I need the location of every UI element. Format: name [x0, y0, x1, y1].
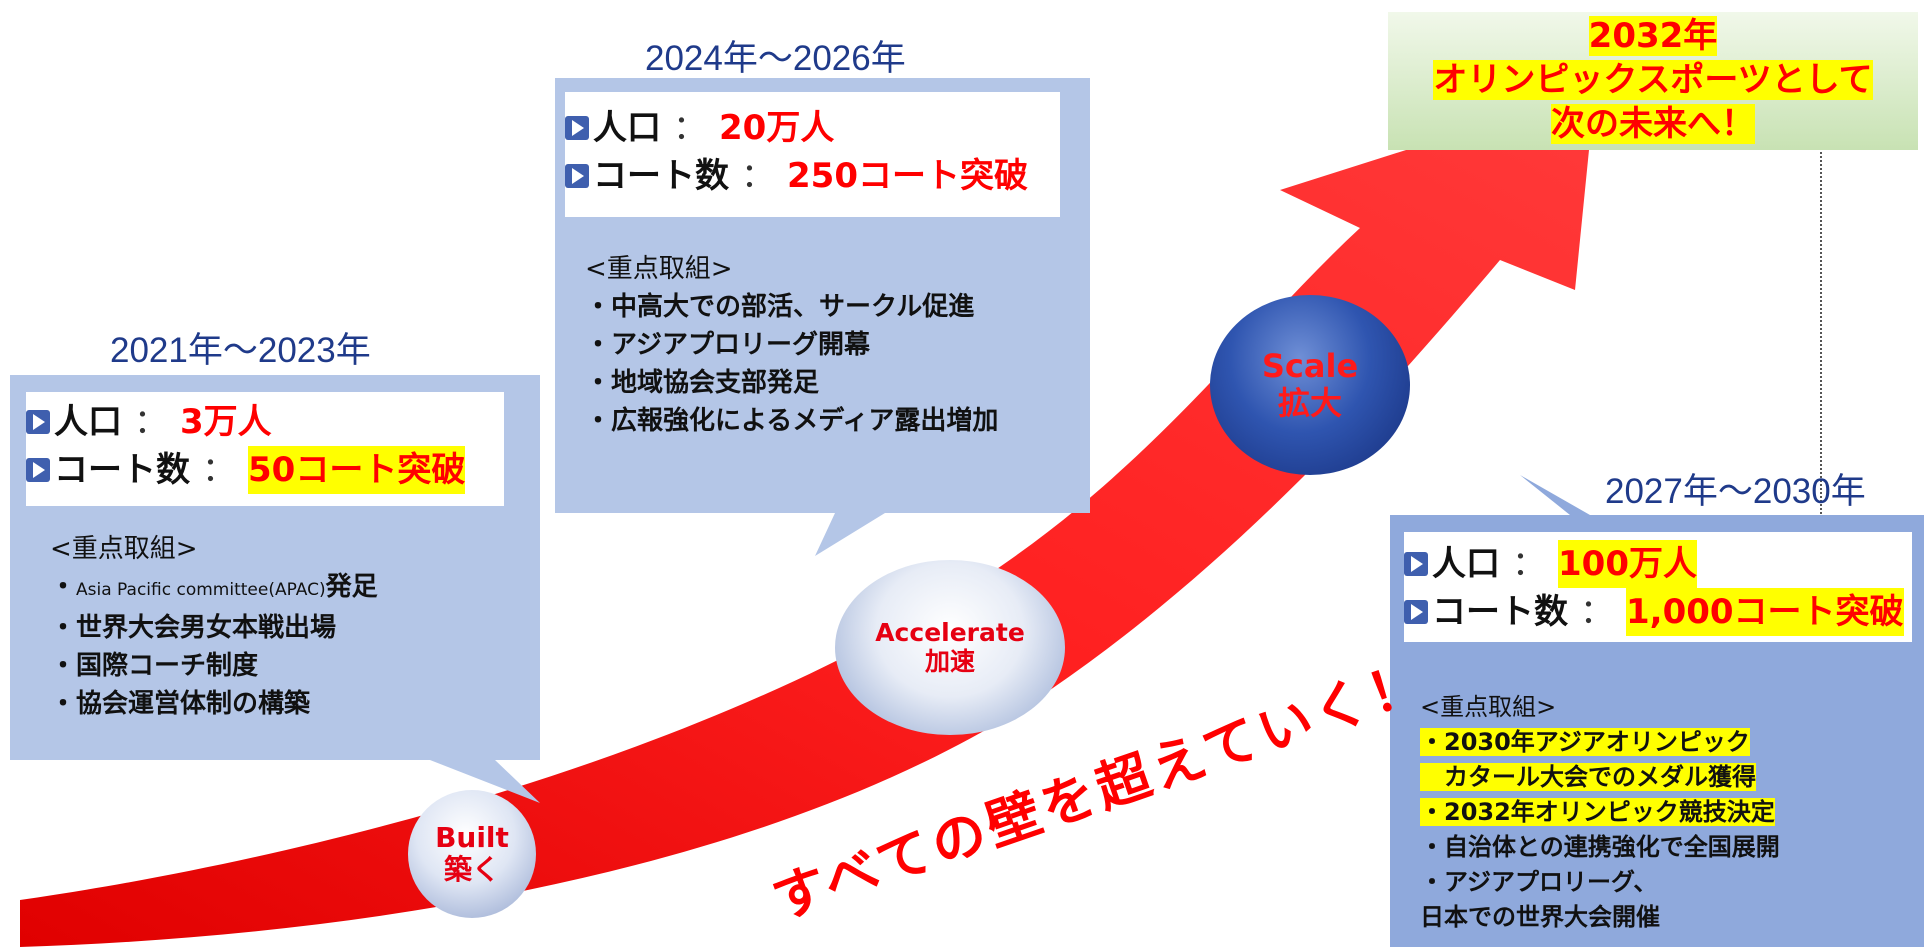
- phase3-courts-value: 1,000コート突破: [1626, 588, 1904, 636]
- phase3-population-value: 100万人: [1558, 540, 1697, 588]
- stage-built-jp: 築く: [443, 853, 500, 886]
- phase2-courts-value: 250コート突破: [787, 156, 1028, 196]
- phase1-focus-item: ・国際コーチ制度: [50, 651, 259, 681]
- phase2-stats-box: 人口 ： 20万人 コート数 ： 250コート突破: [565, 92, 1060, 217]
- phase3-population-label: 人口: [1432, 544, 1500, 584]
- phase2-focus-title: <重点取組>: [585, 254, 733, 284]
- separator: ：: [741, 156, 775, 196]
- goal-year: 2032年: [1588, 16, 1718, 56]
- separator: ：: [673, 108, 707, 148]
- phase3-focus-item: 日本での世界大会開催: [1420, 903, 1660, 931]
- stage-scale-circle: Scale 拡大: [1210, 295, 1410, 475]
- play-icon: [565, 164, 589, 188]
- dotted-guide-line: [1820, 140, 1822, 530]
- phase1-courts-value: 50コート突破: [248, 446, 466, 494]
- phase3-focus-item: ・2030年アジアオリンピック: [1420, 728, 1750, 756]
- phase2-focus-item: ・広報強化によるメディア露出増加: [585, 406, 999, 436]
- play-icon: [26, 458, 50, 482]
- separator: ：: [134, 402, 168, 442]
- play-icon: [26, 410, 50, 434]
- phase3-focus-title: <重点取組>: [1420, 693, 1557, 721]
- phase1-courts-row: コート数 ： 50コート突破: [26, 446, 504, 494]
- phase2-population-label: 人口: [593, 108, 661, 148]
- play-icon: [565, 116, 589, 140]
- phase1-population-label: 人口: [54, 402, 122, 442]
- stage-accelerate-en: Accelerate: [875, 617, 1025, 647]
- goal-line-1: オリンピックスポーツとして: [1433, 60, 1873, 100]
- phase1-stats-box: 人口 ： 3万人 コート数 ： 50コート突破: [26, 392, 504, 506]
- phase1-focus-list: <重点取組> ・Asia Pacific committee(APAC)発足 ・…: [50, 530, 378, 723]
- phase1-focus-title: <重点取組>: [50, 534, 198, 564]
- phase3-courts-row: コート数 ： 1,000コート突破: [1404, 588, 1912, 636]
- phase1-population-row: 人口 ： 3万人: [26, 398, 504, 446]
- phase2-courts-row: コート数 ： 250コート突破: [565, 152, 1060, 200]
- phase3-focus-list: <重点取組> ・2030年アジアオリンピック カタール大会でのメダル獲得 ・20…: [1420, 690, 1780, 935]
- phase3-focus-item: ・2032年オリンピック競技決定: [1420, 798, 1775, 826]
- phase3-focus-item: ・アジアプロリーグ、: [1420, 868, 1658, 896]
- stage-accelerate-jp: 加速: [924, 646, 975, 676]
- phase2-population-value: 20万人: [719, 108, 835, 148]
- phase3-period: 2027年〜2030年: [1605, 472, 1866, 511]
- phase2-focus-item: ・地域協会支部発足: [585, 368, 820, 398]
- phase3-focus-item: カタール大会でのメダル獲得: [1420, 763, 1756, 791]
- stage-built-en: Built: [435, 820, 509, 854]
- phase2-courts-label: コート数: [593, 156, 729, 196]
- phase2-period: 2024年〜2026年: [645, 39, 906, 78]
- stage-accelerate-circle: Accelerate 加速: [835, 560, 1065, 735]
- phase2-focus-list: <重点取組> ・中高大での部活、サークル促進 ・アジアプロリーグ開幕 ・地域協会…: [585, 250, 998, 440]
- stage-built-circle: Built 築く: [408, 790, 536, 918]
- phase1-focus-item: ・世界大会男女本戦出場: [50, 613, 337, 643]
- play-icon: [1404, 552, 1428, 576]
- phase1-courts-label: コート数: [54, 450, 190, 490]
- phase1-population-value: 3万人: [180, 402, 272, 442]
- phase1-period: 2021年〜2023年: [110, 331, 371, 370]
- arrow-body: [20, 90, 1595, 947]
- phase3-courts-label: コート数: [1432, 592, 1568, 632]
- phase3-focus-item: ・自治体との連携強化で全国展開: [1420, 833, 1780, 861]
- phase2-focus-item: ・アジアプロリーグ開幕: [585, 330, 870, 360]
- separator: ：: [1512, 544, 1546, 584]
- separator: ：: [1580, 592, 1614, 632]
- play-icon: [1404, 600, 1428, 624]
- phase3-population-row: 人口 ： 100万人: [1404, 540, 1912, 588]
- stage-scale-en: Scale: [1261, 347, 1359, 386]
- goal-box: 2032年 オリンピックスポーツとして 次の未来へ！: [1388, 12, 1918, 150]
- stage-scale-jp: 拡大: [1277, 384, 1342, 422]
- phase1-focus-item: ・Asia Pacific committee(APAC)発足: [50, 572, 378, 602]
- apac-text: Asia Pacific committee(APAC): [76, 580, 326, 600]
- phase2-focus-item: ・中高大での部活、サークル促進: [585, 292, 975, 322]
- phase2-population-row: 人口 ： 20万人: [565, 104, 1060, 152]
- goal-line-2: 次の未来へ！: [1551, 104, 1755, 144]
- separator: ：: [202, 450, 236, 490]
- phase1-focus-item: ・協会運営体制の構築: [50, 689, 311, 719]
- phase3-stats-box: 人口 ： 100万人 コート数 ： 1,000コート突破: [1404, 532, 1912, 642]
